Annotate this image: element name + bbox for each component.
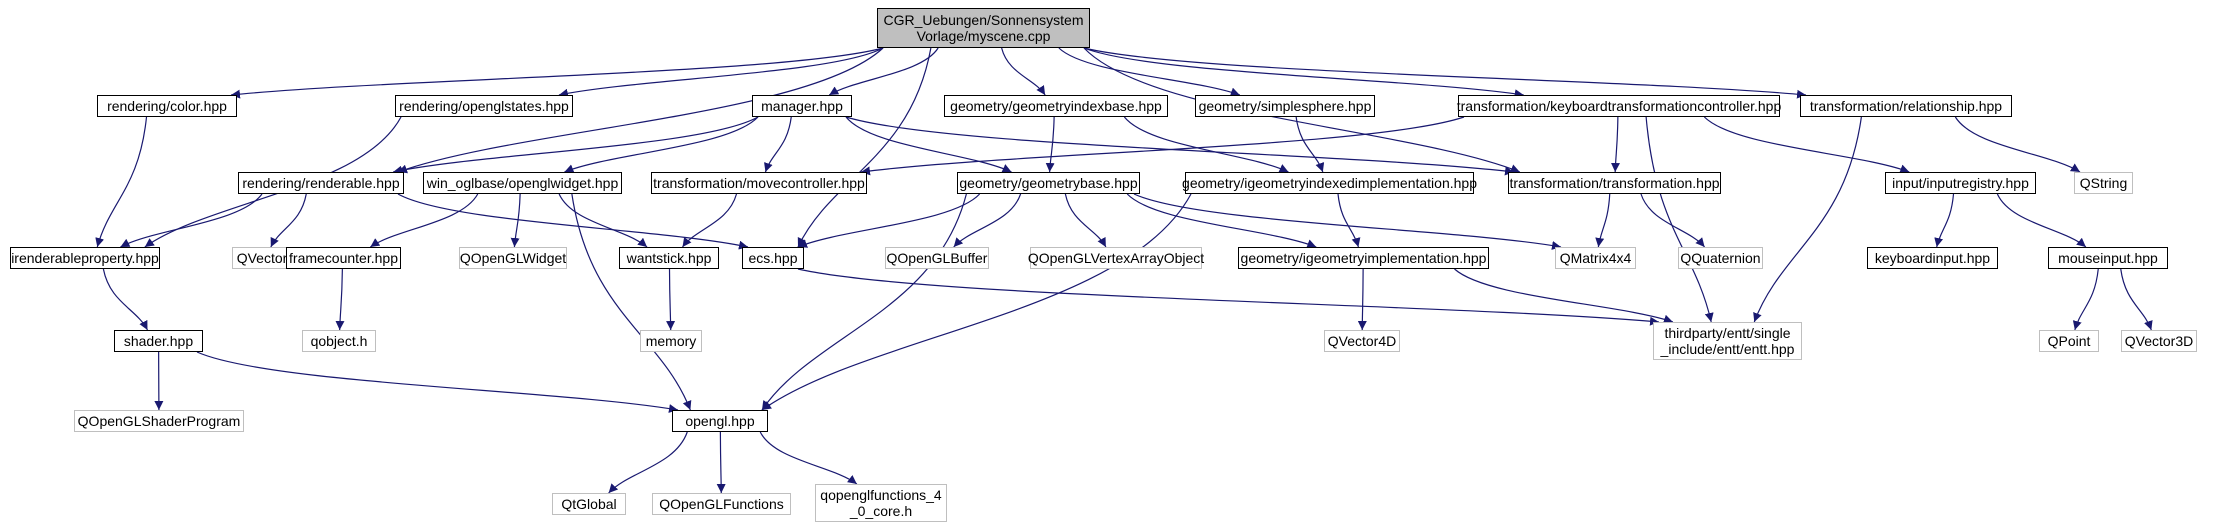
edge-renderable-to-qvector (270, 193, 307, 248)
node-qvector3d: QVector3D (2121, 330, 2197, 352)
node-wantstick-hpp[interactable]: wantstick.hpp (619, 247, 719, 269)
edge-manager-to-movectl (764, 116, 792, 173)
node-keyboardinput-hpp[interactable]: keyboardinput.hpp (1867, 247, 1998, 269)
node-transformation-keyboardtransformationcontroller-hpp[interactable]: transformation/keyboardtransformationcon… (1457, 95, 1781, 117)
node-qopenglvertexarrayobject: QOpenGLVertexArrayObject (1028, 247, 1204, 269)
node-qvector4d: QVector4D (1324, 330, 1400, 352)
edge-gbase-to-opengl (761, 193, 967, 411)
edge-opengl-to-qtglobal (608, 431, 688, 494)
edge-giimpl-to-opengl (761, 193, 1192, 411)
edge-rel-to-qstring (1954, 116, 2081, 173)
edge-gbase-to-gimpl (1126, 193, 1317, 248)
node-framecounter-hpp[interactable]: framecounter.hpp (286, 247, 401, 269)
node-rendering-renderable-hpp[interactable]: rendering/renderable.hpp (238, 172, 404, 194)
edge-manager-to-renderable (393, 116, 759, 175)
node-rendering-color-hpp[interactable]: rendering/color.hpp (97, 95, 237, 117)
edge-opengl-to-qoglfuncs (716, 431, 726, 494)
node-win-oglbase-openglwidget-hpp[interactable]: win_oglbase/openglwidget.hpp (423, 172, 622, 194)
node-qopenglfunctions: QOpenGLFunctions (652, 493, 791, 515)
node-transformation-transformation-hpp[interactable]: transformation/transformation.hpp (1508, 172, 1721, 194)
node-qpoint: QPoint (2039, 330, 2099, 352)
node-root-myscene-cpp: CGR_Uebungen/Sonnensystem Vorlage/myscen… (877, 8, 1090, 48)
node-qopenglfunctions-4-0-core-h: qopenglfunctions_4 _0_core.h (815, 484, 947, 522)
edge-mouseinput-to-qvector3d (2120, 268, 2153, 331)
edge-oglwidget-to-fcount (370, 193, 479, 248)
edge-ktc-to-inputreg (1703, 116, 1910, 174)
edge-root-to-sphere (1058, 47, 1240, 97)
node-geometry-geometrybase-hpp[interactable]: geometry/geometrybase.hpp (957, 172, 1140, 194)
node-thirdparty-entt-hpp: thirdparty/entt/single _include/entt/ent… (1653, 322, 1802, 360)
edge-irprop-to-shader (102, 268, 149, 331)
edge-root-to-renderable (397, 47, 884, 174)
node-qquaternion: QQuaternion (1678, 247, 1763, 269)
edge-sphere-to-giimpl (1295, 116, 1325, 173)
edge-renderable-to-ecs (397, 193, 749, 250)
node-qtglobal: QtGlobal (552, 493, 626, 515)
node-opengl-hpp[interactable]: opengl.hpp (672, 410, 768, 432)
edge-root-to-manager (828, 47, 939, 96)
node-geometry-simplesphere-hpp[interactable]: geometry/simplesphere.hpp (1195, 95, 1375, 117)
edge-gbase-to-qoglvao (1064, 193, 1107, 248)
node-qstring: QString (2074, 172, 2133, 194)
edge-renderable-to-irprop (120, 193, 263, 248)
edge-root-to-ecs (797, 47, 932, 248)
edge-gbase-to-ecs (797, 193, 981, 248)
edge-trans-to-qmatrix (1595, 193, 1611, 248)
edge-ktc-to-movectl (860, 116, 1465, 176)
edge-color-to-irprop (95, 116, 148, 248)
edge-manager-to-gbase (845, 116, 1012, 173)
edge-gib-to-giimpl (1123, 116, 1289, 173)
node-memory: memory (640, 330, 702, 352)
edge-gib-to-gbase (1045, 116, 1055, 173)
edge-root-to-rel (1083, 47, 1807, 99)
edge-manager-to-trans (845, 116, 1515, 176)
node-manager-hpp[interactable]: manager.hpp (752, 95, 852, 117)
node-qopenglshaderprogram: QOpenGLShaderProgram (74, 410, 244, 432)
edge-ecs-to-entt (797, 268, 1660, 326)
edge-root-to-ktc (1083, 47, 1524, 99)
edge-fcount-to-qobject (335, 268, 345, 331)
node-shader-hpp[interactable]: shader.hpp (114, 330, 203, 352)
edge-oglwidget-to-opengl (571, 193, 692, 411)
node-qopenglbuffer: QOpenGLBuffer (885, 247, 989, 269)
node-transformation-movecontroller-hpp[interactable]: transformation/movecontroller.hpp (651, 172, 867, 194)
edge-inputreg-to-mouseinput (1996, 193, 2087, 248)
node-qopenglwidget: QOpenGLWidget (459, 247, 567, 269)
edge-gimpl-to-qvector4d (1357, 268, 1367, 331)
node-geometry-geometryindexbase-hpp[interactable]: geometry/geometryindexbase.hpp (944, 95, 1168, 117)
node-qmatrix4x4: QMatrix4x4 (1555, 247, 1636, 269)
node-geometry-igeometryimplementation-hpp[interactable]: geometry/igeometryimplementation.hpp (1238, 247, 1489, 269)
edge-root-to-trans (1083, 47, 1521, 173)
edge-manager-to-oglwidget (564, 116, 759, 173)
node-mouseinput-hpp[interactable]: mouseinput.hpp (2048, 247, 2168, 269)
edge-root-to-color (230, 47, 884, 99)
edge-giimpl-to-gimpl (1337, 193, 1361, 248)
node-transformation-relationship-hpp[interactable]: transformation/relationship.hpp (1800, 95, 2012, 117)
edge-gbase-to-qoglbuffer (953, 193, 1022, 248)
node-qvector: QVector (232, 247, 292, 269)
edge-shader-to-opengl (196, 351, 679, 413)
edge-opengl-to-qoglfuncs40 (759, 431, 858, 485)
edge-rel-to-entt (1753, 116, 1862, 323)
edge-movectl-to-wantstick (682, 193, 738, 248)
node-irenderableproperty-hpp[interactable]: irenderableproperty.hpp (10, 247, 160, 269)
edge-oglwidget-to-wantstick (558, 193, 648, 248)
edge-gbase-to-qmatrix (1133, 193, 1562, 250)
edge-trans-to-qquat (1640, 193, 1706, 248)
edge-gimpl-to-entt (1454, 268, 1674, 324)
edge-inputreg-to-kbinput (1934, 193, 1955, 248)
node-ecs-hpp[interactable]: ecs.hpp (742, 247, 804, 269)
edge-ktc-to-trans (1610, 116, 1620, 173)
edge-root-to-oglstates (558, 47, 884, 98)
node-qobject-h: qobject.h (302, 330, 376, 352)
node-geometry-igeometryindexedimplementation-hpp[interactable]: geometry/igeometryindexedimplementation.… (1182, 172, 1477, 194)
edge-wantstick-to-memory (666, 268, 676, 331)
edge-mouseinput-to-qpoint (2072, 268, 2099, 331)
node-rendering-openglstates-hpp[interactable]: rendering/openglstates.hpp (395, 95, 573, 117)
node-input-inputregistry-hpp[interactable]: input/inputregistry.hpp (1885, 172, 2036, 194)
edge-root-to-gib (1001, 47, 1046, 96)
edge-oglwidget-to-qoglwidget (510, 193, 521, 248)
edge-ktc-to-entt (1645, 116, 1714, 323)
